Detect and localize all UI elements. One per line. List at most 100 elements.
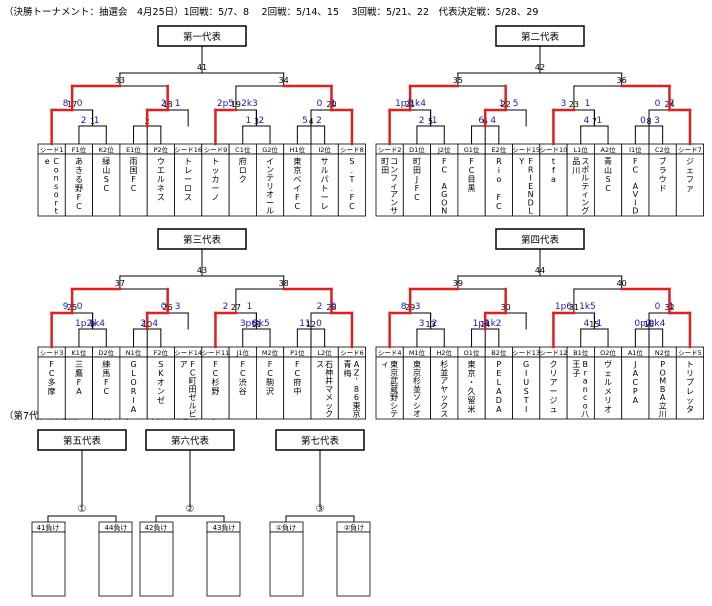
- team-name-char: レ: [321, 202, 329, 211]
- seed-label: シード6: [340, 349, 364, 357]
- team-name-char: ェ: [604, 369, 612, 378]
- team-cell: [402, 356, 431, 420]
- team-name-char: C: [49, 369, 55, 378]
- team-name-char: 米: [468, 404, 476, 414]
- team-cell: [283, 356, 312, 420]
- team-name-char: o: [54, 190, 59, 199]
- team-name-char: e: [45, 157, 50, 166]
- team-name-char: C: [295, 202, 301, 211]
- team-name-char: 八: [581, 410, 589, 419]
- team-name-char: 立: [659, 400, 667, 410]
- team-name-char: ィ: [381, 360, 389, 369]
- team-name-char: n: [583, 385, 588, 394]
- team-name-char: J: [415, 175, 418, 184]
- score-label: 1: [499, 99, 505, 109]
- match-number: 39: [453, 279, 463, 288]
- seed-label: シード4: [378, 349, 402, 357]
- team-name-char: シ: [413, 401, 421, 410]
- score-label: 0k4: [649, 319, 666, 329]
- team-name-char: F: [104, 378, 109, 387]
- team-name-char: F: [240, 360, 245, 369]
- team-name-char: ポ: [581, 165, 589, 174]
- team-name-char: ス: [184, 193, 192, 202]
- match-number: 31: [569, 303, 579, 312]
- team-name-char: 駒: [266, 377, 274, 387]
- team-name-char: ン: [390, 165, 398, 174]
- bracket-title: 第一代表: [183, 31, 222, 43]
- team-name-char: A: [496, 387, 502, 396]
- team-name-char: フ: [390, 174, 398, 183]
- team-name-char: C: [414, 193, 420, 202]
- team-name-char: C: [267, 369, 273, 378]
- score-label: 1k5: [579, 302, 596, 312]
- score-label: 2: [223, 302, 229, 312]
- seed-label: J2位: [437, 145, 451, 154]
- team-name-char: オ: [157, 378, 165, 387]
- team-cell: [484, 153, 513, 217]
- team-name-char: A: [131, 405, 137, 414]
- team-name-char: 川: [572, 166, 580, 175]
- team-name-char: 府: [293, 377, 301, 387]
- team-cell: [255, 356, 285, 420]
- seed-label: シード10: [540, 146, 568, 154]
- match-number: 44: [535, 266, 545, 275]
- team-name-char: ゼ: [157, 395, 165, 405]
- team-cell: [430, 153, 459, 217]
- team-name-char: 野: [75, 184, 83, 193]
- team-name-char: Z: [354, 368, 360, 377]
- bracket-title: 第三代表: [183, 234, 222, 246]
- team-name-char: ィ: [581, 190, 589, 199]
- team-name-char: C: [633, 165, 639, 174]
- seed-label: B1位: [573, 348, 589, 357]
- seed-label: D2位: [98, 348, 114, 357]
- team-name-char: 谷: [239, 387, 247, 396]
- team-name-char: ヤ: [440, 385, 448, 394]
- team-name-char: C: [605, 184, 611, 193]
- team-name-char: C: [103, 387, 109, 396]
- team-name-char: 京: [390, 367, 398, 377]
- score-label: 0p2: [634, 319, 651, 329]
- score-label: 2: [81, 116, 87, 126]
- team-name-char: ン: [157, 387, 165, 396]
- match-number: 42: [535, 63, 545, 72]
- team-cell: [539, 153, 568, 217]
- team-name-char: シ: [390, 401, 398, 410]
- team-name-char: ブ: [659, 156, 667, 166]
- score-label: 3: [419, 319, 425, 329]
- small-team-cell: [336, 531, 371, 597]
- score-label: 2p5: [217, 99, 234, 109]
- team-name-char: 京: [413, 367, 421, 377]
- team-name-char: r: [55, 198, 59, 207]
- small-match-number: ③: [316, 504, 325, 515]
- team-name-char: i: [498, 166, 500, 175]
- team-name-char: ロ: [239, 166, 247, 175]
- team-name-char: 東: [293, 156, 301, 166]
- seed-label: F1位: [72, 145, 87, 154]
- team-name-char: レ: [184, 166, 192, 175]
- score-label: 6: [478, 116, 484, 126]
- team-name-char: ジ: [686, 157, 694, 166]
- seed-label: F2位: [154, 348, 169, 357]
- team-cell: [337, 356, 366, 420]
- score-label: 3: [415, 302, 421, 312]
- seed-label: D1位: [409, 145, 425, 154]
- team-name-char: ス: [581, 157, 589, 166]
- seed-label: K2位: [99, 145, 114, 154]
- team-name-char: a: [551, 175, 556, 184]
- team-name-char: フ: [686, 175, 694, 184]
- team-name-char: A: [442, 182, 448, 191]
- score-label: 1: [432, 116, 438, 126]
- team-name-char: .: [351, 184, 354, 193]
- score-label: 3: [561, 99, 567, 109]
- team-name-char: .: [351, 166, 354, 175]
- team-name-char: I: [525, 405, 527, 414]
- team-name-char: 東: [390, 359, 398, 369]
- team-name-char: I: [132, 396, 134, 405]
- team-cell: [648, 356, 677, 420]
- match-number: 41: [197, 63, 207, 72]
- team-name-char: 子: [572, 369, 580, 378]
- team-name-char: F: [295, 360, 300, 369]
- team-name-char: F: [528, 157, 533, 166]
- match-number: 19: [231, 100, 241, 109]
- bracket-title: 第四代表: [521, 234, 560, 246]
